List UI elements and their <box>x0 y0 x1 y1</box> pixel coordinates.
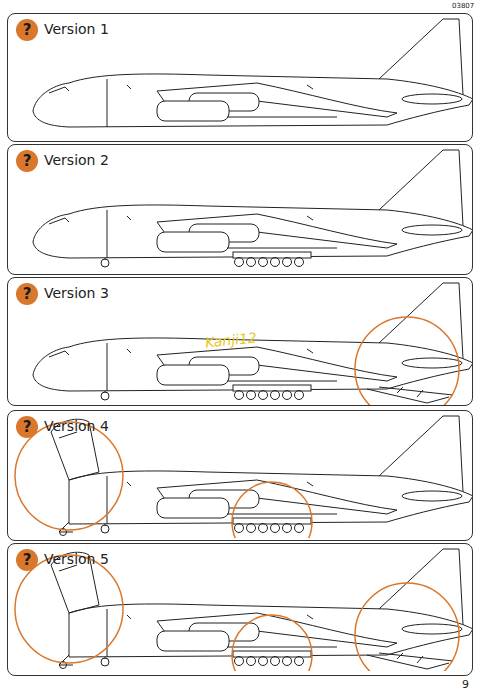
version-panel: Version 2? <box>7 144 473 275</box>
question-icon: ? <box>16 416 38 438</box>
version-heading: Version 5 <box>44 551 109 567</box>
question-icon: ? <box>16 19 38 41</box>
question-icon: ? <box>16 150 38 172</box>
catalog-number: 03807 <box>452 2 474 10</box>
version-panel: Version 1? <box>7 13 473 142</box>
icon-symbol: ? <box>23 154 32 169</box>
question-icon: ? <box>16 283 38 305</box>
question-icon: ? <box>16 549 38 571</box>
version-panel: Version 4? <box>7 410 473 541</box>
icon-symbol: ? <box>23 23 32 38</box>
version-heading: Version 3 <box>44 285 109 301</box>
icon-symbol: ? <box>23 287 32 302</box>
page-number: 9 <box>462 678 469 691</box>
icon-symbol: ? <box>23 420 32 435</box>
version-heading: Version 4 <box>44 418 109 434</box>
version-heading: Version 1 <box>44 21 109 37</box>
version-heading: Version 2 <box>44 152 109 168</box>
version-panel: Version 5? <box>7 543 473 676</box>
icon-symbol: ? <box>23 553 32 568</box>
